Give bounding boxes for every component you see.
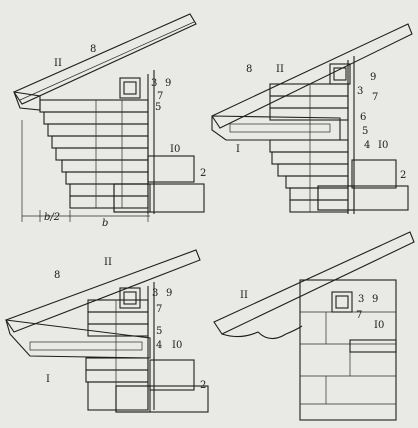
roof-slab-a — [13, 13, 197, 105]
label-d-3: 3 — [358, 294, 364, 305]
label-b-3: 3 — [357, 86, 363, 97]
label-d-II: II — [240, 290, 248, 301]
panel-b: 8 II 9 3 7 6 5 I 4 I0 2 — [211, 23, 413, 214]
label-a-b: b — [102, 218, 108, 229]
roof-slab-c — [5, 249, 201, 333]
floor-slab-c — [149, 359, 195, 391]
label-a-b-half: b/2 — [44, 212, 60, 223]
label-d-I0: I0 — [374, 320, 384, 331]
roof-slab-b — [211, 23, 413, 129]
wall-plate-a — [119, 77, 141, 99]
label-a-5: 5 — [155, 102, 161, 113]
label-c-4: 4 — [156, 340, 162, 351]
label-a-9: 9 — [165, 78, 171, 89]
wall-plate-b — [329, 63, 351, 85]
eave-a — [13, 91, 41, 111]
label-c-2: 2 — [200, 380, 206, 391]
label-c-9: 9 — [166, 288, 172, 299]
label-b-6: 6 — [360, 112, 366, 123]
cornice-d — [221, 325, 303, 340]
label-c-8: 8 — [54, 270, 60, 281]
cornice-slab-c — [5, 319, 151, 359]
label-b-2: 2 — [400, 170, 406, 181]
label-b-II: II — [276, 64, 284, 75]
label-a-8: 8 — [90, 44, 96, 55]
lintel-b — [317, 185, 409, 211]
label-a-II: II — [54, 58, 62, 69]
label-c-5: 5 — [156, 326, 162, 337]
brick-courses-b — [269, 83, 349, 213]
label-a-7: 7 — [157, 91, 163, 102]
floor-slab-d — [349, 339, 397, 353]
label-d-7: 7 — [356, 310, 362, 321]
panel-a: II 8 3 9 7 5 I0 2 b/2 b — [13, 13, 206, 229]
label-a-2: 2 — [200, 168, 206, 179]
floor-slab-b — [351, 159, 397, 189]
label-b-5: 5 — [362, 126, 368, 137]
brick-courses-c — [85, 299, 149, 411]
roof-slab-d — [213, 231, 415, 335]
label-b-I0: I0 — [378, 140, 388, 151]
label-b-I: I — [236, 144, 240, 155]
wall-plate-d — [331, 291, 353, 313]
label-c-I: I — [46, 374, 50, 385]
label-b-7: 7 — [372, 92, 378, 103]
label-c-I0: I0 — [172, 340, 182, 351]
label-a-3: 3 — [151, 78, 157, 89]
label-a-I0: I0 — [170, 144, 180, 155]
label-d-9: 9 — [372, 294, 378, 305]
label-c-3: 3 — [152, 288, 158, 299]
panel-d: II 3 9 7 I0 — [213, 231, 415, 421]
brick-courses-a — [39, 99, 149, 209]
label-b-8: 8 — [246, 64, 252, 75]
wall-plate-c — [119, 287, 141, 309]
label-b-4: 4 — [364, 140, 370, 151]
label-c-7: 7 — [156, 304, 162, 315]
floor-slab-a — [147, 155, 195, 183]
panel-c: 8 II 3 9 7 5 4 I0 I 2 — [5, 249, 209, 413]
label-c-II: II — [104, 257, 112, 268]
label-b-9: 9 — [370, 72, 376, 83]
